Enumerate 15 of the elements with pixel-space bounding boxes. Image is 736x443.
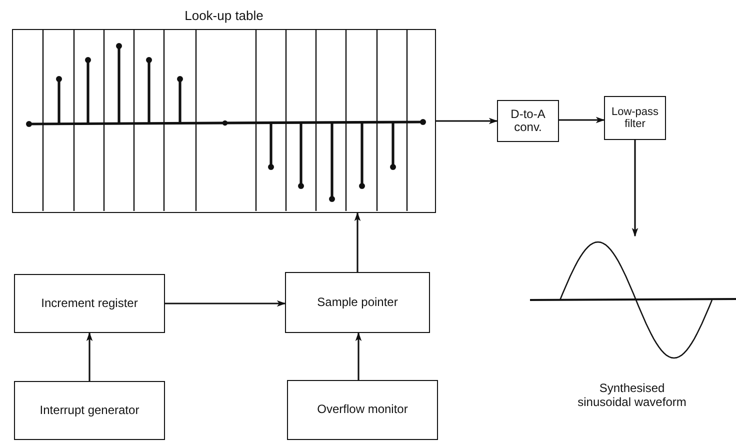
arrow <box>165 300 286 307</box>
arrow <box>559 116 605 124</box>
process-box: Sample pointer <box>285 272 430 333</box>
process-box: Interrupt generator <box>14 381 165 440</box>
process-box: Overflow monitor <box>287 380 438 440</box>
process-box: Low-pass filter <box>604 96 666 140</box>
arrow <box>355 332 362 380</box>
table-heading: Look-up table <box>184 8 264 23</box>
arrow <box>86 332 93 381</box>
process-box: Increment register <box>14 274 165 333</box>
process-box: D-to-A conv. <box>497 100 559 142</box>
arrow <box>632 140 638 237</box>
waveform-caption: Synthesised sinusoidal waveform <box>577 382 687 410</box>
arrow <box>354 212 361 272</box>
arrow <box>436 118 498 124</box>
